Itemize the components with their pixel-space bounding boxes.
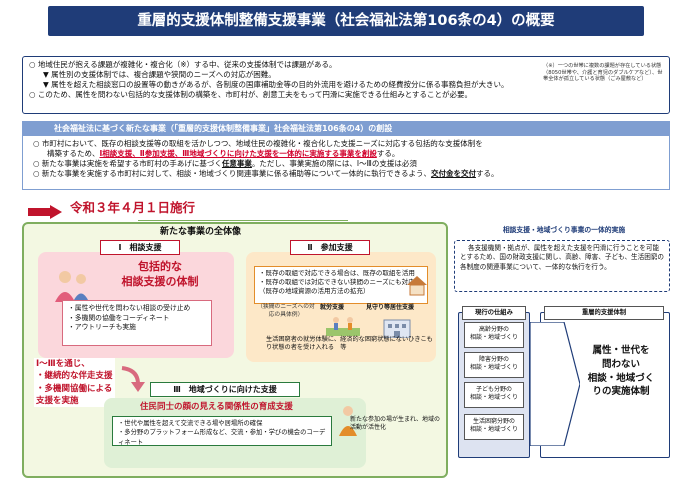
current-box-elderly: 高齢分野の 相談・地域づくり <box>464 322 524 348</box>
pillar-3-item: ・世代や属性を超えて交流できる場や居場所の確保 <box>118 420 263 427</box>
summary-box: ○ 地域住民が抱える課題が複雑化・複合化（※）する中、従来の支援体制では課題があ… <box>22 56 670 114</box>
law-line-4-c: する。 <box>475 169 499 179</box>
pillar-2-example-label: （狭間のニーズへの対応の具体例） <box>257 304 315 318</box>
current-box-disability: 障害分野の 相談・地域づくり <box>464 352 524 378</box>
law-line-2-b: Ⅰ相談支援、Ⅱ参加支援、Ⅲ地域づくりに向けた支援を一体的に実施する事業を創設 <box>99 149 377 159</box>
building-icon <box>383 319 411 338</box>
law-line-3: ○ 新たな事業は実施を希望する市町村の手あげに基づく任意事業。ただし、事業実施の… <box>33 159 659 169</box>
down-arrow-icon <box>121 366 145 392</box>
law-section-header: 社会福祉法に基づく新たな事業（「重層的支援体制整備事業」社会福祉法第106条の4… <box>22 121 670 136</box>
overall-heading: 新たな事業の全体像 <box>160 227 242 237</box>
law-line-2-c: する。 <box>376 149 400 159</box>
summary-line-1: ○ 地域住民が抱える課題が複雑化・複合化（※）する中、従来の支援体制では課題があ… <box>29 60 337 69</box>
current-system-title: 現行の仕組み <box>462 306 526 320</box>
law-line-2-a: 構築するため、 <box>47 149 100 159</box>
summary-line-3: ▼ 属性を超えた相談窓口の設置等の動きがあるが、各制度の国庫補助金等の目的外流用… <box>43 80 509 90</box>
page-title: 重層的支援体制整備支援事業（社会福祉法第106条の4）の概要 <box>48 6 644 36</box>
law-line-2: 構築するため、Ⅰ相談支援、Ⅱ参加支援、Ⅲ地域づくりに向けた支援を一体的に実施する… <box>33 149 659 159</box>
pillar-1-title: 包括的な 相談支援の体制 <box>121 260 199 288</box>
law-line-4-b: 交付金を交付 <box>430 169 476 179</box>
law-line-4-a: ○ 新たな事業を実施する市町村に対して、相談・地域づくり関連事業に係る補助等につ… <box>33 169 431 179</box>
pillar-3-item: ・多分野のプラットフォーム形成など、交流・参加・学びの機会のコーディネート <box>118 429 326 446</box>
current-box-poverty: 生活困窮分野の 相談・地域づくり <box>464 414 524 440</box>
law-line-1: ○ 市町村において、既存の相談支援等の取組を活かしつつ、地域住民の複雑化・複合化… <box>33 139 483 148</box>
pillar-3-note: 新たな参加の場が生まれ、地域の活動が活性化 <box>350 416 441 432</box>
pillar-2-note: 生活困窮者の就労体験に、経済的な困窮状態にないひきこもり状態の者を受け入れる 等 <box>266 336 433 352</box>
pillar-2-tag: Ⅱ 参加支援 <box>290 240 370 255</box>
pillar-2-box-line: （既存の地域資源の活用方法の拡充） <box>259 287 370 296</box>
multilayer-title: 重層的支援体制 <box>544 306 664 320</box>
current-box-children: 子ども分野の 相談・地域づくり <box>464 382 524 408</box>
summary-line-2: ▼ 属性別の支援体制では、複合課題や狭間のニーズへの対応が困難。 <box>43 70 276 80</box>
multilayer-body: 属性・世代を 問わない 相談・地域づく りの実施体制 <box>587 345 655 398</box>
pillar-1-item: ・多機関の協働をコーディネート <box>68 313 170 322</box>
pillar-2-box-line: ・既存の取組では対応できない狭間のニーズにも対応 <box>259 278 415 287</box>
support-person-icon <box>55 271 89 302</box>
implementation-description: 各支援機関・拠点が、属性を超えた支援を円滑に行うことを可能とするため、国の財政支… <box>454 240 670 292</box>
pillar-2-housing-label: 見守り等居住支援 <box>366 304 415 311</box>
arrow-shape-icon <box>530 322 580 446</box>
house-icon <box>407 276 427 296</box>
community-person-icon <box>339 406 357 436</box>
effective-date: 令和３年４月１日施行 <box>70 200 196 215</box>
law-line-4: ○ 新たな事業を実施する市町村に対して、相談・地域づくり関連事業に係る補助等につ… <box>33 169 659 179</box>
summary-footnote: （※）一つの世帯に複数の課題が存在している状態（8050世帯や、介護と育児のダブ… <box>543 63 663 82</box>
law-line-3-b: 任意事業 <box>221 159 252 169</box>
pillar-2-box-line: ・既存の取組で対応できる場合は、既存の取組を活用 <box>259 269 415 277</box>
law-line-3-c: 。ただし、事業実施の際には、Ⅰ～Ⅲの支援は必須 <box>251 159 417 169</box>
pillar-2-employment-label: 就労支援 <box>320 304 345 311</box>
summary-line-4-a: ○ このため、属性を問わない包括的な支援体制の構築を、市町村が、 <box>29 90 263 100</box>
law-section-body: ○ 市町村において、既存の相談支援等の取組を活かしつつ、地域住民の複雑化・複合化… <box>22 136 670 190</box>
farm-work-icon <box>326 317 360 336</box>
pillar-1-item: ・アウトリーチも実施 <box>68 323 136 332</box>
summary-line-4: ○ このため、属性を問わない包括的な支援体制の構築を、市町村が、創意工夫をもって… <box>29 90 663 100</box>
pillar-1-item: ・属性や世代を問わない相談の受け止め <box>68 304 191 312</box>
pillar-3-title: 住民同士の顔の見える関係性の育成支援 <box>140 402 293 412</box>
pillar-3-tag: Ⅲ 地域づくりに向けた支援 <box>150 382 300 397</box>
continuous-support-label: Ⅰ～Ⅲを通じ、 ・継続的な伴走支援 ・多機関協働による 支援を実施 <box>34 358 115 408</box>
pillar-2-box: ・既存の取組で対応できる場合は、既存の取組を活用 ・既存の取組では対応できない狭… <box>254 266 428 304</box>
pillar-3-list: ・世代や属性を超えて交流できる場や居場所の確保 ・多分野のプラットフォーム形成な… <box>112 416 332 446</box>
bracket-line <box>138 220 348 234</box>
implementation-title: 相談支援・地域づくり事業の一体的実施 <box>502 226 626 234</box>
summary-line-4-b: 創意工夫をもって円滑に実施できる仕組みとすることが必要。 <box>262 90 473 100</box>
right-arrow-icon <box>28 205 62 219</box>
law-line-3-a: ○ 新たな事業は実施を希望する市町村の手あげに基づく <box>33 159 222 169</box>
pillar-1-list: ・属性や世代を問わない相談の受け止め ・多機関の協働をコーディネート ・アウトリ… <box>62 300 212 346</box>
pillar-1-tag: Ⅰ 相談支援 <box>100 240 180 255</box>
